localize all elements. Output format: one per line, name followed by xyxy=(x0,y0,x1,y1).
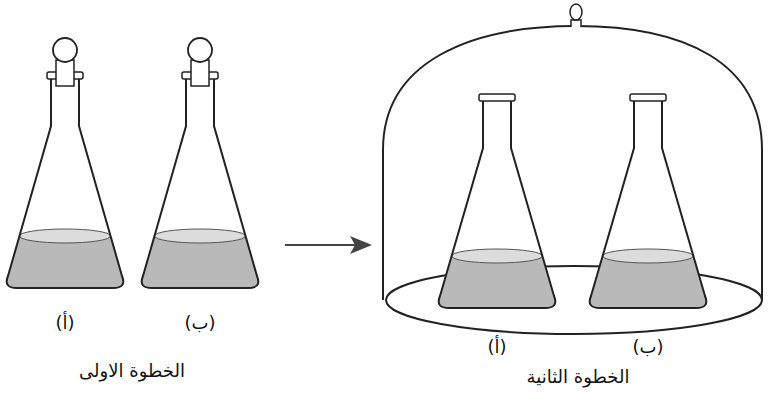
flask-letter: (ب) xyxy=(185,312,216,333)
flask-letter: (أ) xyxy=(487,336,506,357)
step-arrow xyxy=(285,244,355,246)
stoppered-flask xyxy=(142,38,259,288)
jar-knob xyxy=(570,4,582,20)
open-flask xyxy=(439,94,556,308)
stoppered-flask xyxy=(7,38,124,288)
step-caption: الخطوة الاولى xyxy=(79,360,185,381)
flask-letter: (ب) xyxy=(633,336,664,357)
step-caption: الخطوة الثانية xyxy=(527,366,630,387)
bell-jar xyxy=(383,26,762,300)
jar-knob xyxy=(571,20,581,27)
open-flask xyxy=(590,94,707,308)
flask-letter: (أ) xyxy=(55,312,74,333)
arrow-head xyxy=(350,236,372,254)
